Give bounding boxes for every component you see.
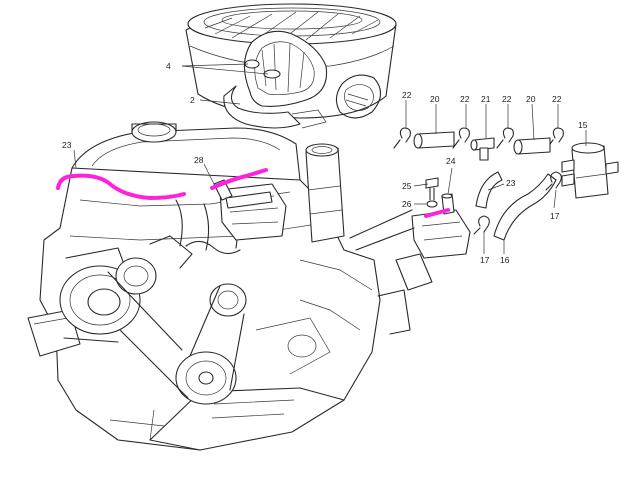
leader-lines <box>73 63 587 254</box>
callout-26: 26 <box>402 199 412 209</box>
valve-15 <box>561 142 619 199</box>
highlight-hose-23 <box>56 173 186 200</box>
callout-17-right: 17 <box>550 211 560 221</box>
callout-16: 16 <box>500 255 510 265</box>
callout-25: 25 <box>402 181 412 191</box>
highlight-hose-26 <box>424 208 450 218</box>
washer-26 <box>426 200 438 208</box>
front-pulleys <box>59 235 331 405</box>
clamp-17-a <box>473 215 490 235</box>
exploded-parts <box>213 127 619 241</box>
clamp-22-a <box>393 127 411 149</box>
bolt-25 <box>425 177 439 201</box>
clamp-22-b <box>452 127 470 149</box>
callout-22-b: 22 <box>460 94 470 104</box>
callout-22-c: 22 <box>502 94 512 104</box>
tube-20-b <box>513 137 551 155</box>
callout-22-d: 22 <box>552 94 562 104</box>
tee-fitting-21 <box>470 137 495 161</box>
clamp-22-c <box>496 127 514 149</box>
callout-15: 15 <box>578 120 588 130</box>
highlight-hose-28 <box>210 168 268 190</box>
callout-22-a: 22 <box>402 90 412 100</box>
callout-20-b: 20 <box>526 94 536 104</box>
hose-23-right <box>475 171 503 209</box>
callout-24: 24 <box>446 156 456 166</box>
tube-20-a <box>413 131 455 149</box>
callout-4: 4 <box>166 61 171 71</box>
callout-17-left: 17 <box>480 255 490 265</box>
callout-23-left: 23 <box>62 140 72 150</box>
callout-23-right: 23 <box>506 178 516 188</box>
hose-16 <box>493 173 557 241</box>
clamp-17-b <box>545 171 562 191</box>
highlighted-hoses <box>56 168 450 218</box>
callout-28: 28 <box>194 155 204 165</box>
callout-21: 21 <box>481 94 491 104</box>
callout-labels: 4 2 23 28 22 20 22 21 22 20 22 15 24 23 … <box>62 61 588 265</box>
callout-20-a: 20 <box>430 94 440 104</box>
callout-2: 2 <box>190 95 195 105</box>
